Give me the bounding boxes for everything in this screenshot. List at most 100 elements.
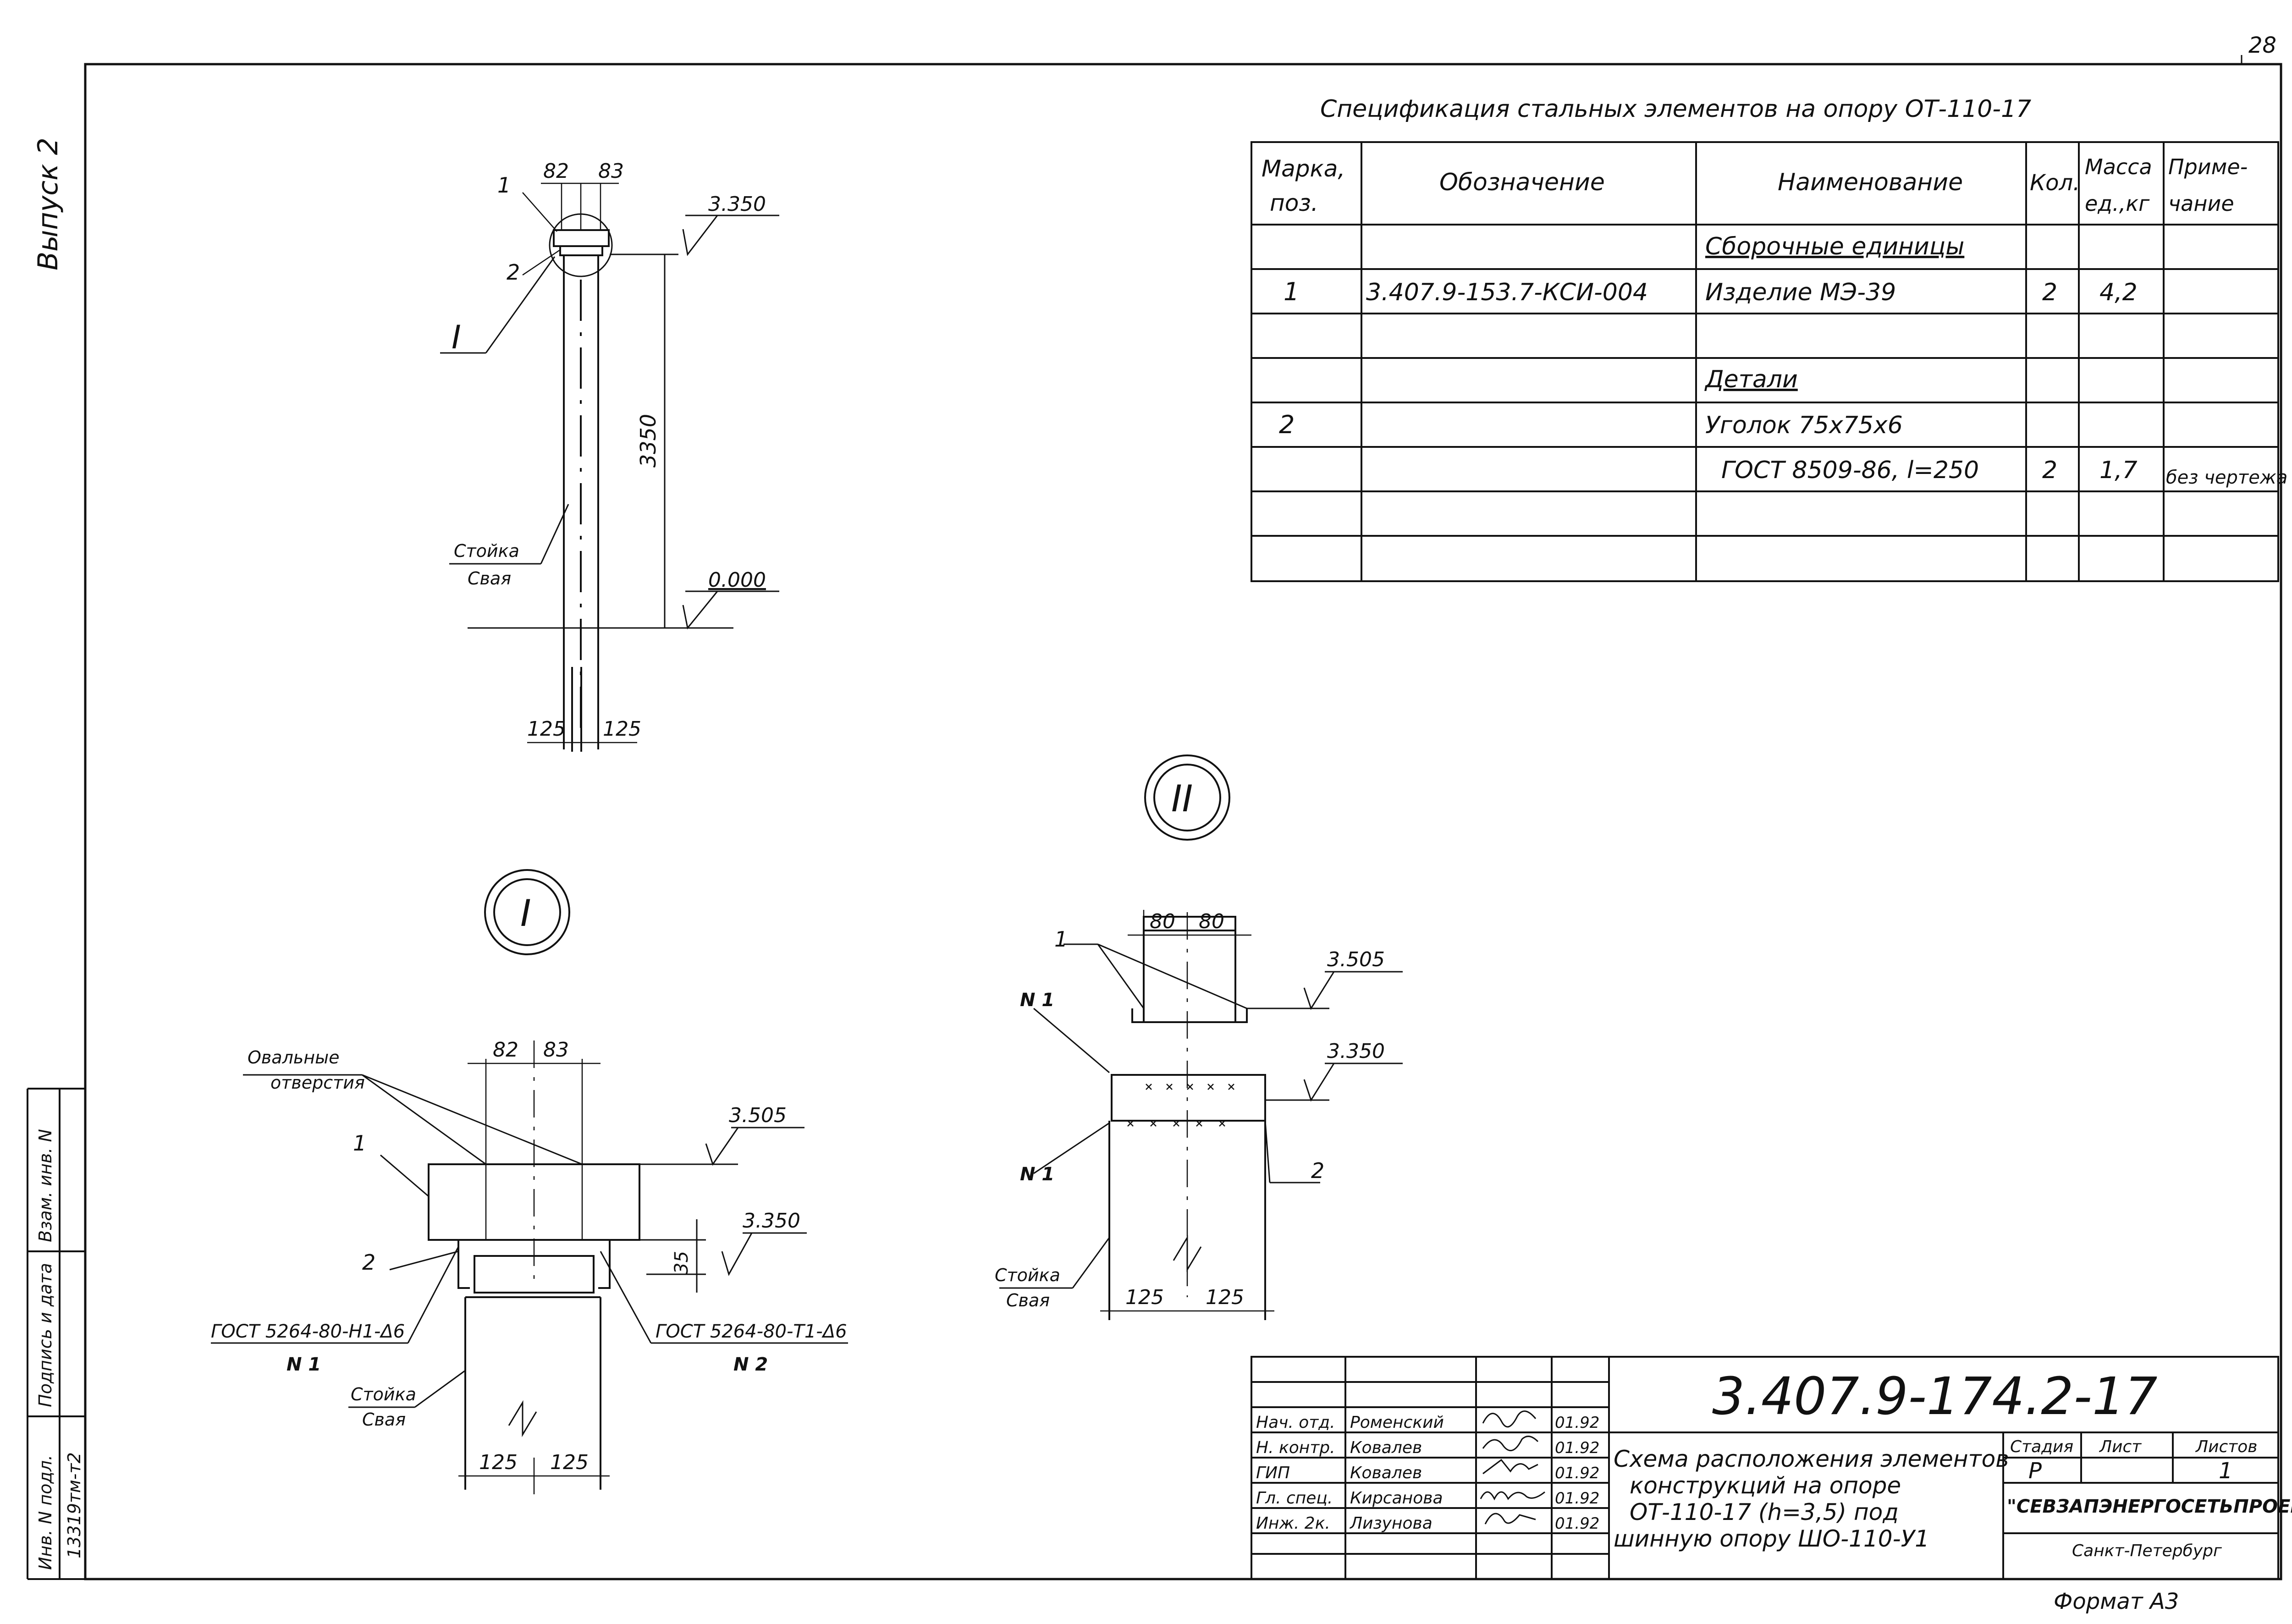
signatory-name: Кирсанова	[1350, 1489, 1443, 1508]
signatory-date: 01.92	[1555, 1439, 1599, 1457]
spec-cell-name: Изделие МЭ-39	[1705, 279, 1896, 306]
signatory-name: Ковалев	[1350, 1438, 1422, 1457]
spec-cell-name: ГОСТ 8509-86, l=250	[1721, 457, 1979, 484]
view-II: II 80 80 1 N 1 N 1 2 3.505 3.350 Стойка …	[995, 754, 1403, 1320]
signature-scribbles	[1480, 1410, 1545, 1525]
header-mass: Масса	[2085, 154, 2152, 179]
weld-tag: N 1	[1020, 1164, 1054, 1185]
spec-cell-qty: 2	[2042, 279, 2057, 306]
position-marker: 1	[1054, 927, 1068, 952]
signatory-name: Лизунова	[1349, 1514, 1432, 1533]
city: Санкт-Петербург	[2072, 1541, 2222, 1560]
margin-field-sign-date: Подпись и дата	[35, 1263, 55, 1407]
position-marker: 1	[353, 1131, 366, 1156]
post-label: Стойка	[351, 1384, 416, 1404]
signatory-role: ГИП	[1256, 1464, 1290, 1482]
post-label: Стойка	[454, 541, 519, 561]
position-marker: 1	[497, 173, 511, 198]
level-mark: 3.505	[1327, 948, 1385, 971]
drawing-description: конструкций на опоре	[1630, 1472, 1901, 1499]
signatory-date: 01.92	[1555, 1514, 1599, 1533]
post-label: Стойка	[995, 1265, 1060, 1285]
page-number: 28	[2248, 33, 2276, 58]
spec-cell-mass: 1,7	[2099, 457, 2138, 484]
signatory-role: Гл. спец.	[1256, 1489, 1333, 1508]
dim-label: 125	[1125, 1286, 1164, 1309]
post-label: Свая	[1006, 1290, 1050, 1310]
spec-cell-qty: 2	[2042, 457, 2057, 484]
sheets-value: 1	[2219, 1458, 2233, 1484]
margin-field-inv-exchange: Взам. инв. N	[35, 1129, 55, 1242]
dim-label: 125	[479, 1451, 518, 1474]
spec-cell-name: Уголок 75х75х6	[1705, 412, 1903, 439]
post-label: Свая	[468, 568, 511, 589]
sheets-header: Листов	[2195, 1437, 2257, 1456]
signatory-role: Н. контр.	[1256, 1438, 1335, 1457]
paper-format: Формат А3	[2054, 1589, 2179, 1614]
sheet-header: Лист	[2099, 1437, 2142, 1456]
level-mark: 3.350	[743, 1209, 800, 1233]
signatory-role: Нач. отд.	[1256, 1413, 1335, 1432]
spec-group-parts: Детали	[1704, 366, 1798, 393]
spec-cell-note: без чертежа	[2166, 467, 2287, 488]
level-mark: 3.350	[708, 193, 766, 216]
view-I: I Овальные отверстия 82 83 3.505 3.350 3…	[211, 869, 848, 1494]
post-label: Свая	[362, 1409, 406, 1430]
spec-cell-designation: 3.407.9-153.7-КСИ-004	[1366, 279, 1648, 306]
level-mark: 0.000	[708, 568, 766, 592]
weld-tag: N 1	[286, 1354, 321, 1375]
spec-cell-mark: 2	[1279, 410, 1295, 439]
annotation: отверстия	[270, 1073, 365, 1093]
dim-label: 80	[1199, 910, 1224, 933]
stage-header: Стадия	[2010, 1437, 2073, 1456]
sheet-frame	[84, 63, 2282, 1580]
title-block: 3.407.9-174.2-17 Нач. отд. Роменский 01.…	[1251, 1356, 2292, 1580]
spec-cell-mass: 4,2	[2099, 279, 2138, 306]
dim-label: 82	[493, 1038, 518, 1062]
dim-label: 125	[550, 1451, 589, 1474]
dim-label: 82	[543, 160, 569, 183]
level-mark: 3.505	[729, 1104, 787, 1127]
drawing-description: шинную опору ШО-110-У1	[1614, 1525, 1929, 1552]
header-note: Приме-	[2168, 154, 2248, 179]
issue-label: Выпуск 2	[32, 138, 64, 270]
signatory-role: Инж. 2к.	[1256, 1514, 1330, 1533]
stage-value: Р	[2028, 1458, 2042, 1484]
header-note-2: чание	[2168, 191, 2234, 216]
header-designation: Обозначение	[1439, 169, 1605, 196]
spec-title: Спецификация стальных элементов на опору…	[1320, 95, 2031, 123]
level-mark: 3.350	[1327, 1040, 1385, 1063]
main-view: 82 83 1 2 I 3.350 3350 0.000 Стойка Свая…	[440, 160, 779, 752]
position-marker: 2	[362, 1250, 375, 1275]
dim-label: 125	[1206, 1286, 1244, 1309]
header-name: Наименование	[1778, 169, 1963, 196]
section-callout: I	[452, 319, 461, 356]
view-circle-label: I	[520, 892, 531, 935]
weld-tag: N 2	[733, 1354, 768, 1375]
drawing-description: Схема расположения элементов	[1614, 1446, 2009, 1472]
header-qty: Кол.	[2030, 170, 2080, 196]
organization: "СЕВЗАПЭНЕРГОСЕТЬПРОЕКТ"	[2007, 1496, 2292, 1517]
header-mark: Марка,	[1262, 155, 1345, 182]
signatory-date: 01.92	[1555, 1489, 1599, 1508]
view-circle-label: II	[1171, 777, 1193, 820]
spec-cell-mark: 1	[1284, 277, 1299, 306]
height-dimension: 3350	[636, 414, 661, 468]
signatory-name: Роменский	[1350, 1413, 1444, 1432]
weld-note: ГОСТ 5264-80-Т1-Δ6	[656, 1321, 847, 1342]
weld-tag: N 1	[1020, 990, 1054, 1011]
weld-note: ГОСТ 5264-80-Н1-Δ6	[211, 1321, 405, 1342]
signatory-date: 01.92	[1555, 1464, 1599, 1482]
dim-label: 80	[1150, 910, 1175, 933]
header-mass-2: ед.,кг	[2085, 191, 2150, 216]
annotation: Овальные	[248, 1047, 340, 1068]
dim-label: 35	[671, 1251, 692, 1274]
weld-marks	[1127, 1084, 1234, 1127]
drawing-description: ОТ-110-17 (h=3,5) под	[1630, 1499, 1899, 1525]
header-mark-2: поз.	[1270, 190, 1318, 216]
signatory-date: 01.92	[1555, 1414, 1599, 1432]
spec-group-assemblies: Сборочные единицы	[1705, 233, 1964, 260]
dim-label: 125	[603, 717, 641, 741]
dim-label: 125	[527, 717, 566, 741]
